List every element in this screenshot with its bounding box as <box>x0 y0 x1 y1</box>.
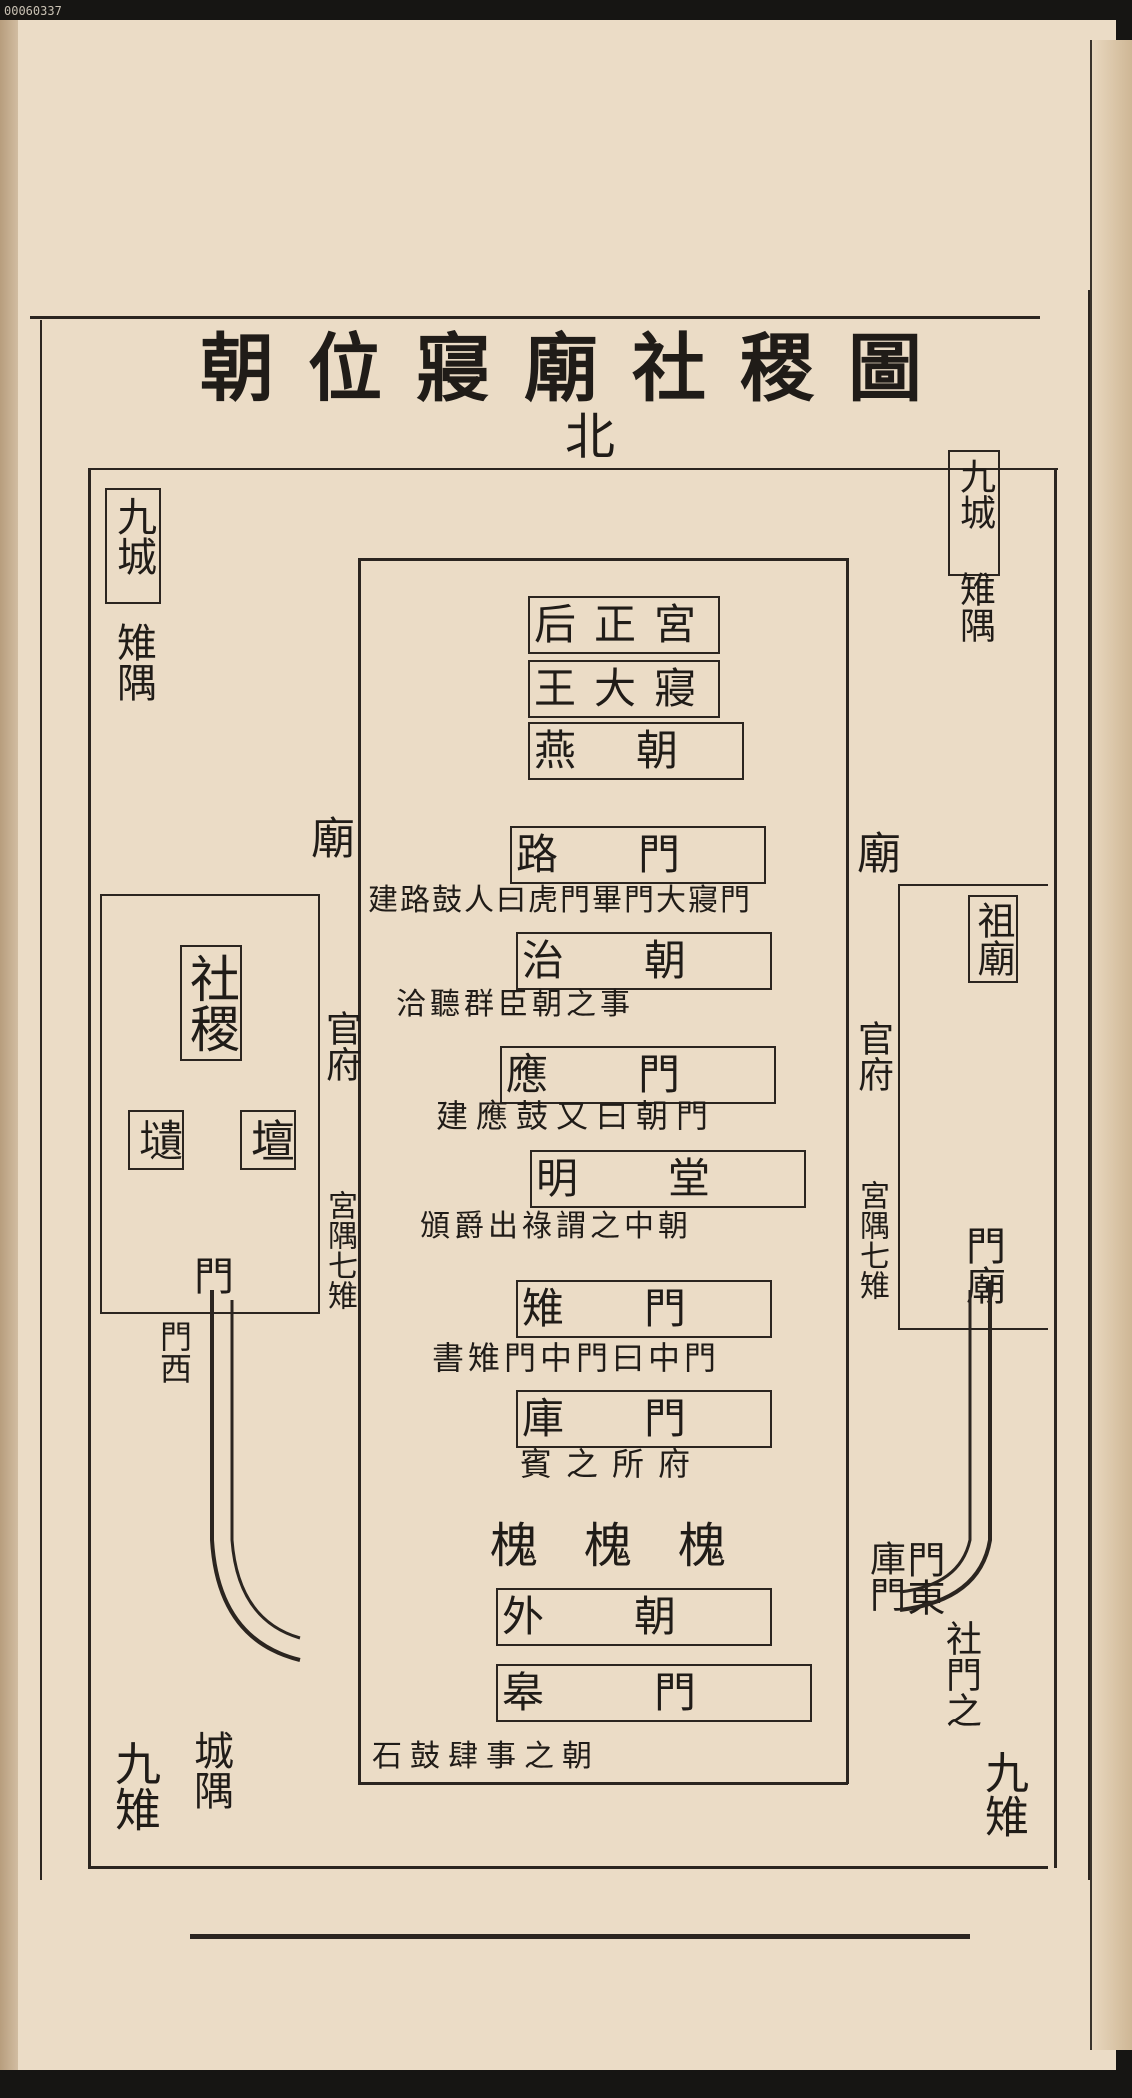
yan-court: 燕朝 <box>528 722 745 780</box>
right-curve-inner <box>899 1290 972 1594</box>
page-id: 00060337 <box>4 4 62 18</box>
frame-left <box>88 470 91 1868</box>
right-block-top <box>898 884 1048 886</box>
note-gaomen: 石鼓肆事之朝 <box>372 1739 600 1774</box>
note-mingtang: 頒爵出祿謂之中朝 <box>420 1209 692 1244</box>
left-office: 官府 <box>320 1010 361 1082</box>
wang-great-chamber: 王大寢 <box>528 660 721 718</box>
right-block-left <box>898 884 900 1330</box>
right-curve-outer <box>899 1280 992 1612</box>
frame-right-outer <box>1088 290 1090 1880</box>
frame-top <box>30 316 1040 319</box>
corner-bottom-right-2: 社門之 <box>940 1620 981 1728</box>
frame-bottom <box>88 1866 1048 1869</box>
right-temple-label: 廟 <box>849 830 900 874</box>
left-block-top <box>100 894 318 896</box>
east-gate: 門東 <box>901 1540 945 1616</box>
north-marker: 北 <box>565 408 615 466</box>
center-top <box>358 558 846 561</box>
tan-altar: 壇 <box>240 1110 296 1170</box>
note-zhimen: 書雉門中門曰中門 <box>432 1339 721 1377</box>
ku-gate: 庫門 <box>516 1390 773 1448</box>
center-right <box>846 558 849 1784</box>
frame-left-outer <box>40 320 42 1880</box>
corner-bottom-left-1: 九雉 <box>108 1740 162 1832</box>
right-block-bottom <box>898 1328 1048 1330</box>
diagram-title: 朝位寢廟社稷圖 <box>200 326 956 412</box>
zhi-gate: 雉門 <box>516 1280 773 1338</box>
page-edge <box>1090 40 1132 2050</box>
gao-gate: 皋門 <box>496 1664 813 1722</box>
frame-under <box>190 1934 970 1939</box>
left-temple-label: 廟 <box>303 815 354 859</box>
right-ku-gate: 庫門 <box>864 1540 905 1612</box>
left-palace-corner: 宮隅七雉 <box>322 1190 357 1310</box>
sheji-altar: 社稷 <box>180 945 242 1061</box>
sophora-trees: 槐槐槐 <box>490 1518 773 1574</box>
lu-gate: 路門 <box>510 826 767 884</box>
zhi-court: 治朝 <box>516 932 773 990</box>
left-block-gate: 門 <box>187 1255 233 1295</box>
frame-right <box>1054 470 1057 1868</box>
corner-bottom-left-2: 城隅 <box>187 1730 233 1810</box>
zu-temple: 祖廟 <box>968 895 1018 983</box>
right-temple-gate: 門廟 <box>959 1225 1005 1305</box>
note-yingmen: 建應鼓又曰朝門 <box>436 1097 717 1135</box>
ying-gate: 應門 <box>500 1046 777 1104</box>
center-bottom <box>358 1782 848 1785</box>
mingtang-hall: 明堂 <box>530 1150 807 1208</box>
right-office: 官府 <box>852 1020 893 1092</box>
west-gate: 門西 <box>155 1320 193 1384</box>
wei-enclosure: 壝 <box>128 1110 184 1170</box>
right-palace-corner: 宮隅七雉 <box>854 1180 889 1300</box>
left-curve-outer <box>210 1290 301 1662</box>
note-zhichao: 洽聽群臣朝之事 <box>396 987 634 1022</box>
left-block-right <box>318 894 320 1314</box>
outer-court: 外朝 <box>496 1588 773 1646</box>
corner-bottom-right-1: 九雉 <box>977 1750 1028 1838</box>
frame-top-inner <box>88 468 1058 470</box>
left-block-left <box>100 894 102 1314</box>
houzheng-palace: 后正宮 <box>528 596 721 654</box>
center-left <box>358 558 361 1784</box>
note-kumen: 賓之所府 <box>520 1445 705 1483</box>
note-lumen: 建路鼓人曰虎門畢門大寢門 <box>368 883 752 918</box>
left-curve-inner <box>230 1300 301 1640</box>
page <box>18 20 1116 2070</box>
